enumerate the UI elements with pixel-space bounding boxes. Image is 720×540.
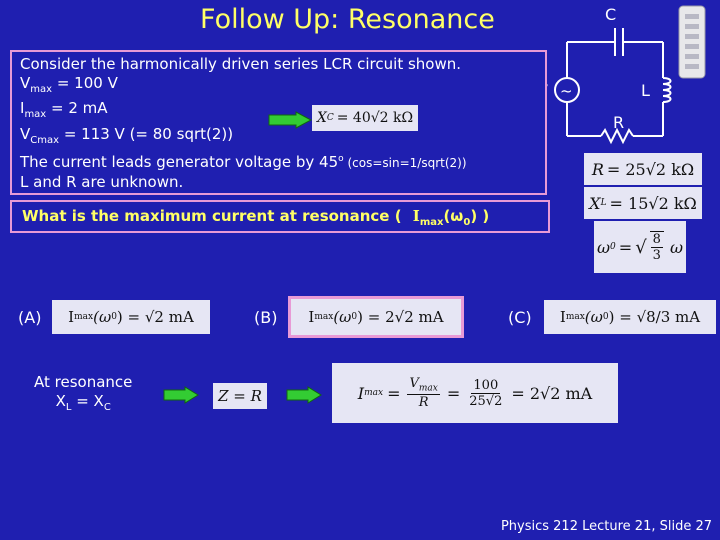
problem-line-unknowns: L and R are unknown. [20,173,184,192]
slide-footer: Physics 212 Lecture 21, Slide 27 [500,519,712,534]
inductor-label: L [641,81,650,100]
arrow-right-icon [268,111,312,129]
question-box [10,200,550,233]
problem-line-vcmax: VCmax = 113 V (= 80 sqrt(2)) [20,124,234,146]
page-title: Follow Up: Resonance [200,4,495,35]
arrow-right-icon [286,386,322,404]
option-b-label[interactable]: (B) [254,308,278,327]
inductor-coil [662,77,672,103]
problem-statement: Consider the harmonically driven series … [20,55,467,192]
lcr-circuit-diagram: C V ~ L R [545,5,706,145]
problem-line-phase: The current leads generator voltage by 4… [20,152,467,171]
capacitor-label: C [605,5,616,24]
z-equals-r-equation: Z = R [213,383,267,409]
clicker-remote-icon [678,5,706,79]
source-tilde: ~ [560,82,573,100]
problem-line-1: Consider the harmonically driven series … [20,55,462,73]
problem-line-vmax: Vmax = 100 V [20,74,118,96]
problem-line-imax: Imax = 2 mA [20,99,108,121]
resonance-line-2: XL = XC [55,392,111,413]
resonance-note: At resonance XL = XC [34,373,132,417]
resistor-label: R [613,113,624,132]
option-c-label[interactable]: (C) [508,308,532,327]
arrow-right-icon [163,386,199,404]
problem-statement-box [10,50,547,195]
resistor-zigzag [600,127,634,145]
r-equation: R= 25√2 kΩ [584,153,702,185]
resonance-line-1: At resonance [34,373,133,391]
option-a-label[interactable]: (A) [18,308,42,327]
question-text: What is the maximum current at resonance… [22,207,490,228]
